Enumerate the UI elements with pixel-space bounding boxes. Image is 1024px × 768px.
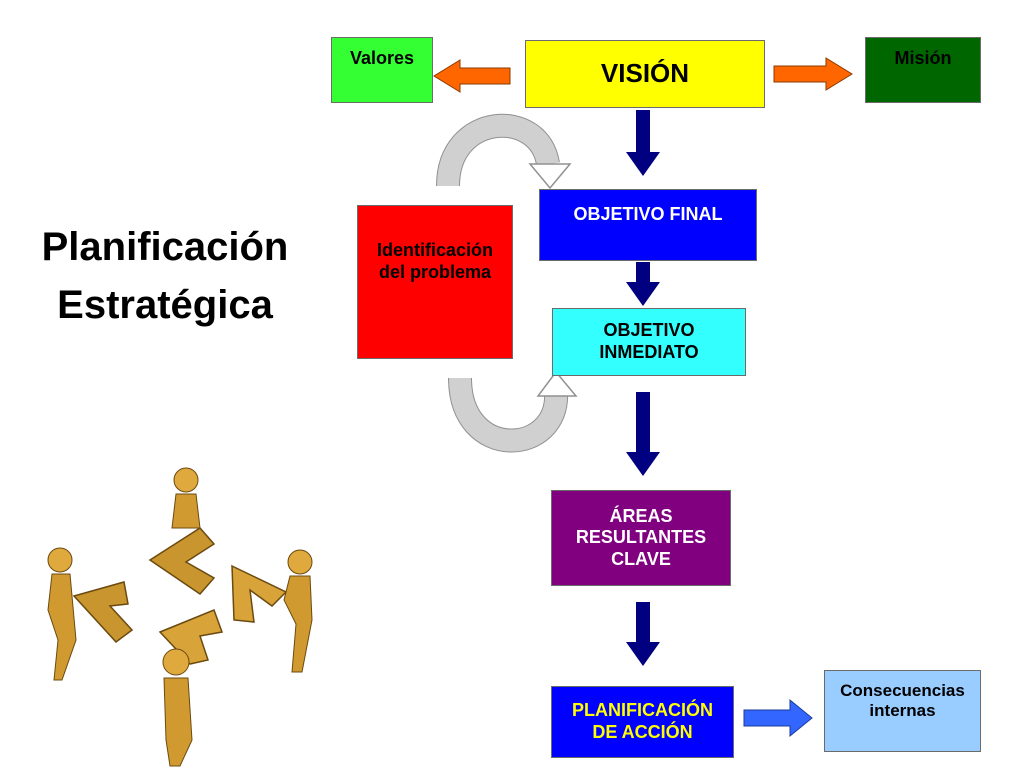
arrow-inmediato-to-areas (626, 392, 660, 476)
arrow-areas-to-planificacion (626, 602, 660, 666)
arrow-planificacion-to-consecuencias (743, 698, 813, 738)
node-planificacion-line1: PLANIFICACIÓN (572, 700, 713, 721)
arrow-objetivo-final-to-inmediato (626, 262, 660, 306)
node-planificacion: PLANIFICACIÓN DE ACCIÓN (551, 686, 734, 758)
node-identificacion-line2: del problema (378, 261, 491, 282)
arrow-vision-to-valores (433, 59, 511, 93)
node-consecuencias: Consecuencias internas (824, 670, 981, 752)
node-mision-label: Misión (894, 48, 952, 68)
node-consecuencias-line2: internas (869, 701, 936, 721)
page-title-line2: Estratégica (57, 283, 273, 327)
node-objetivo-final-label: OBJETIVO FINAL (573, 204, 723, 224)
node-objetivo-inmediato-line2: INMEDIATO (599, 342, 699, 362)
node-identificacion: Identificación del problema (357, 205, 513, 359)
node-mision: Misión (865, 37, 981, 103)
node-objetivo-inmediato: OBJETIVO INMEDIATO (552, 308, 746, 376)
node-vision: VISIÓN (525, 40, 765, 108)
node-vision-label: VISIÓN (600, 58, 690, 89)
people-pushing-arrows-icon (47, 467, 313, 767)
node-identificacion-line1: Identificación (376, 240, 493, 260)
cycle-arrow-bottom (448, 370, 578, 453)
arrow-vision-to-objetivo-final (626, 110, 660, 176)
node-areas-line2: RESULTANTES (575, 527, 707, 548)
page-title-line1: Planificación (41, 225, 289, 269)
arrow-vision-to-mision (773, 57, 853, 91)
node-planificacion-line2: DE ACCIÓN (592, 722, 693, 742)
node-consecuencias-line1: Consecuencias (840, 681, 965, 700)
node-areas-line1: ÁREAS (609, 505, 673, 526)
node-valores-label: Valores (349, 48, 415, 68)
node-areas: ÁREAS RESULTANTES CLAVE (551, 490, 731, 586)
node-valores: Valores (331, 37, 433, 103)
cycle-arrow-top (436, 113, 572, 190)
node-objetivo-inmediato-line1: OBJETIVO (603, 320, 695, 341)
page-title: Planificación Estratégica (20, 218, 310, 334)
node-areas-line3: CLAVE (611, 548, 671, 569)
node-objetivo-final: OBJETIVO FINAL (539, 189, 757, 261)
